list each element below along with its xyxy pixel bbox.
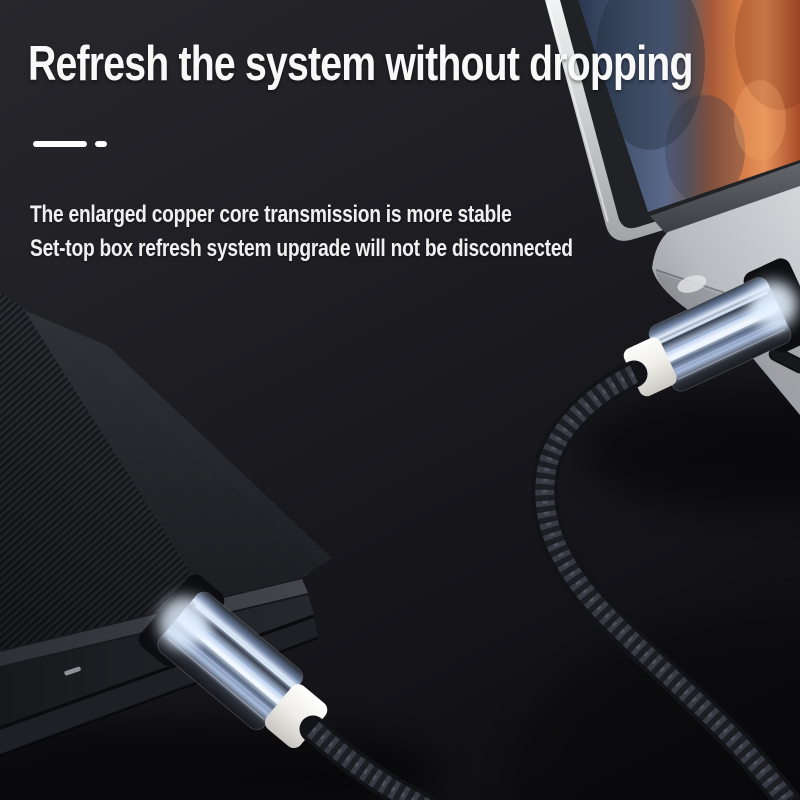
vignette <box>510 610 800 800</box>
braided-cable-laptop <box>531 360 800 800</box>
usb-connector-laptop <box>623 258 800 397</box>
connection-glow <box>158 596 211 649</box>
laptop-usb-port <box>768 346 800 374</box>
laptop-lid-notch <box>677 275 707 293</box>
connector-collar <box>264 684 328 749</box>
screen-edge-highlight <box>547 3 609 223</box>
usb-connector-settopbox <box>138 574 328 749</box>
braided-cable-settopbox <box>299 715 439 800</box>
underline-short-dash <box>95 141 107 147</box>
set-top-box-shading <box>0 292 317 650</box>
subtitle-line-2: Set-top box refresh system upgrade will … <box>30 235 573 262</box>
laptop-hinge <box>650 163 800 236</box>
subtitle-line-1: The enlarged copper core transmission is… <box>30 201 512 228</box>
page-title: Refresh the system without dropping <box>28 37 693 91</box>
laptop-wallpaper <box>578 0 800 212</box>
connector-light-streaks <box>167 604 294 721</box>
connection-glow <box>749 280 798 329</box>
underline-long-bar <box>33 141 87 147</box>
laptop-wallpaper-texture <box>595 0 800 205</box>
laptop <box>545 0 800 415</box>
status-led <box>64 666 81 676</box>
case-seam <box>0 614 315 730</box>
laptop-shadow <box>585 392 800 508</box>
